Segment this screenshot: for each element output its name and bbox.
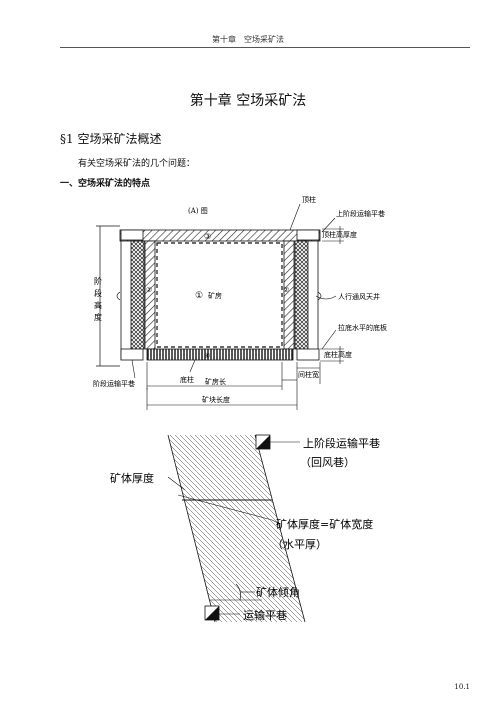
label-pillar-num-left: ②	[146, 286, 152, 294]
label-level-height-4: 度	[94, 312, 102, 322]
running-header: 第十章 空场采矿法	[212, 35, 284, 44]
upper-haulage-symbol	[256, 435, 270, 449]
figure-a-stope-diagram: (A) 图 顶柱 上阶段运输平巷 顶柱高厚度 阶 段 高 度 ③ ① 矿房 ② …	[93, 195, 387, 410]
bottom-haulage-right	[296, 348, 320, 361]
haulage-symbol	[205, 606, 219, 620]
chapter-title: 第十章 空场采矿法	[189, 93, 307, 109]
label-pillar-num-right: ②	[283, 286, 289, 294]
right-rib-pillar	[294, 240, 309, 350]
label-level-height-3: 高	[94, 300, 102, 310]
label-upper-haulage: 上阶段运输平巷	[303, 436, 380, 450]
bottom-pillar	[146, 348, 294, 361]
upper-haulage-right	[296, 229, 320, 241]
left-pillar-inner	[144, 240, 156, 350]
label-bottom-pillar: 底柱	[180, 375, 194, 384]
stope-outline	[156, 242, 283, 348]
figure-b-orebody-diagram: 上阶段运输平巷 （回风巷） 矿体厚度 矿体厚度=矿体宽度 （水平厚） 矿体倾角 …	[110, 434, 380, 623]
figure-a-caption: (A) 图	[188, 207, 208, 215]
orebody-hatch	[168, 435, 305, 622]
label-thickness-eq: 矿体厚度=矿体宽度	[276, 517, 373, 531]
label-bottom-slab: 拉底水平的底板	[338, 323, 387, 332]
section-title: §1 空场采矿法概述	[60, 132, 162, 146]
label-raise: 人行通风天井	[338, 292, 380, 301]
page-number: 10.1	[454, 683, 470, 691]
label-level-height-1: 阶	[94, 276, 102, 286]
label-ore-thickness: 矿体厚度	[110, 471, 154, 485]
upper-haulage-left	[120, 229, 144, 241]
label-pillar-num-top: ③	[204, 232, 211, 241]
label-horizontal: （水平厚）	[272, 538, 327, 551]
label-stope: 矿房	[208, 291, 222, 300]
label-upper-level-haulage: 上阶段运输平巷	[336, 209, 385, 218]
label-top-pillar: 顶柱	[302, 195, 316, 204]
label-dip-angle: 矿体倾角	[256, 585, 300, 599]
right-pillar-inner	[283, 240, 295, 350]
label-pillar-num-bottom: ④	[204, 352, 210, 360]
label-rib-pillar-width: 间柱宽	[298, 370, 319, 379]
intro-text: 有关空场采矿法的几个问题：	[78, 159, 196, 169]
label-block-length: 矿块长度	[202, 395, 230, 404]
top-pillar	[119, 229, 321, 242]
left-rib-pillar	[130, 240, 145, 350]
bottom-haulage-left	[120, 348, 144, 361]
label-return-drift: （回风巷）	[300, 456, 355, 469]
label-haulage: 运输平巷	[243, 608, 287, 622]
header-rule	[60, 47, 470, 48]
label-level-height-2: 段	[94, 288, 102, 298]
subsection-title: 一、空场采矿法的特点	[60, 179, 151, 189]
label-bottom-pillar-height: 底柱高度	[324, 350, 352, 359]
label-stope-num: ①	[195, 291, 203, 301]
label-stope-length: 矿房长	[205, 377, 226, 386]
label-top-pillar-height: 顶柱高厚度	[322, 230, 357, 239]
label-level-haulage: 阶段运输平巷	[93, 379, 135, 388]
